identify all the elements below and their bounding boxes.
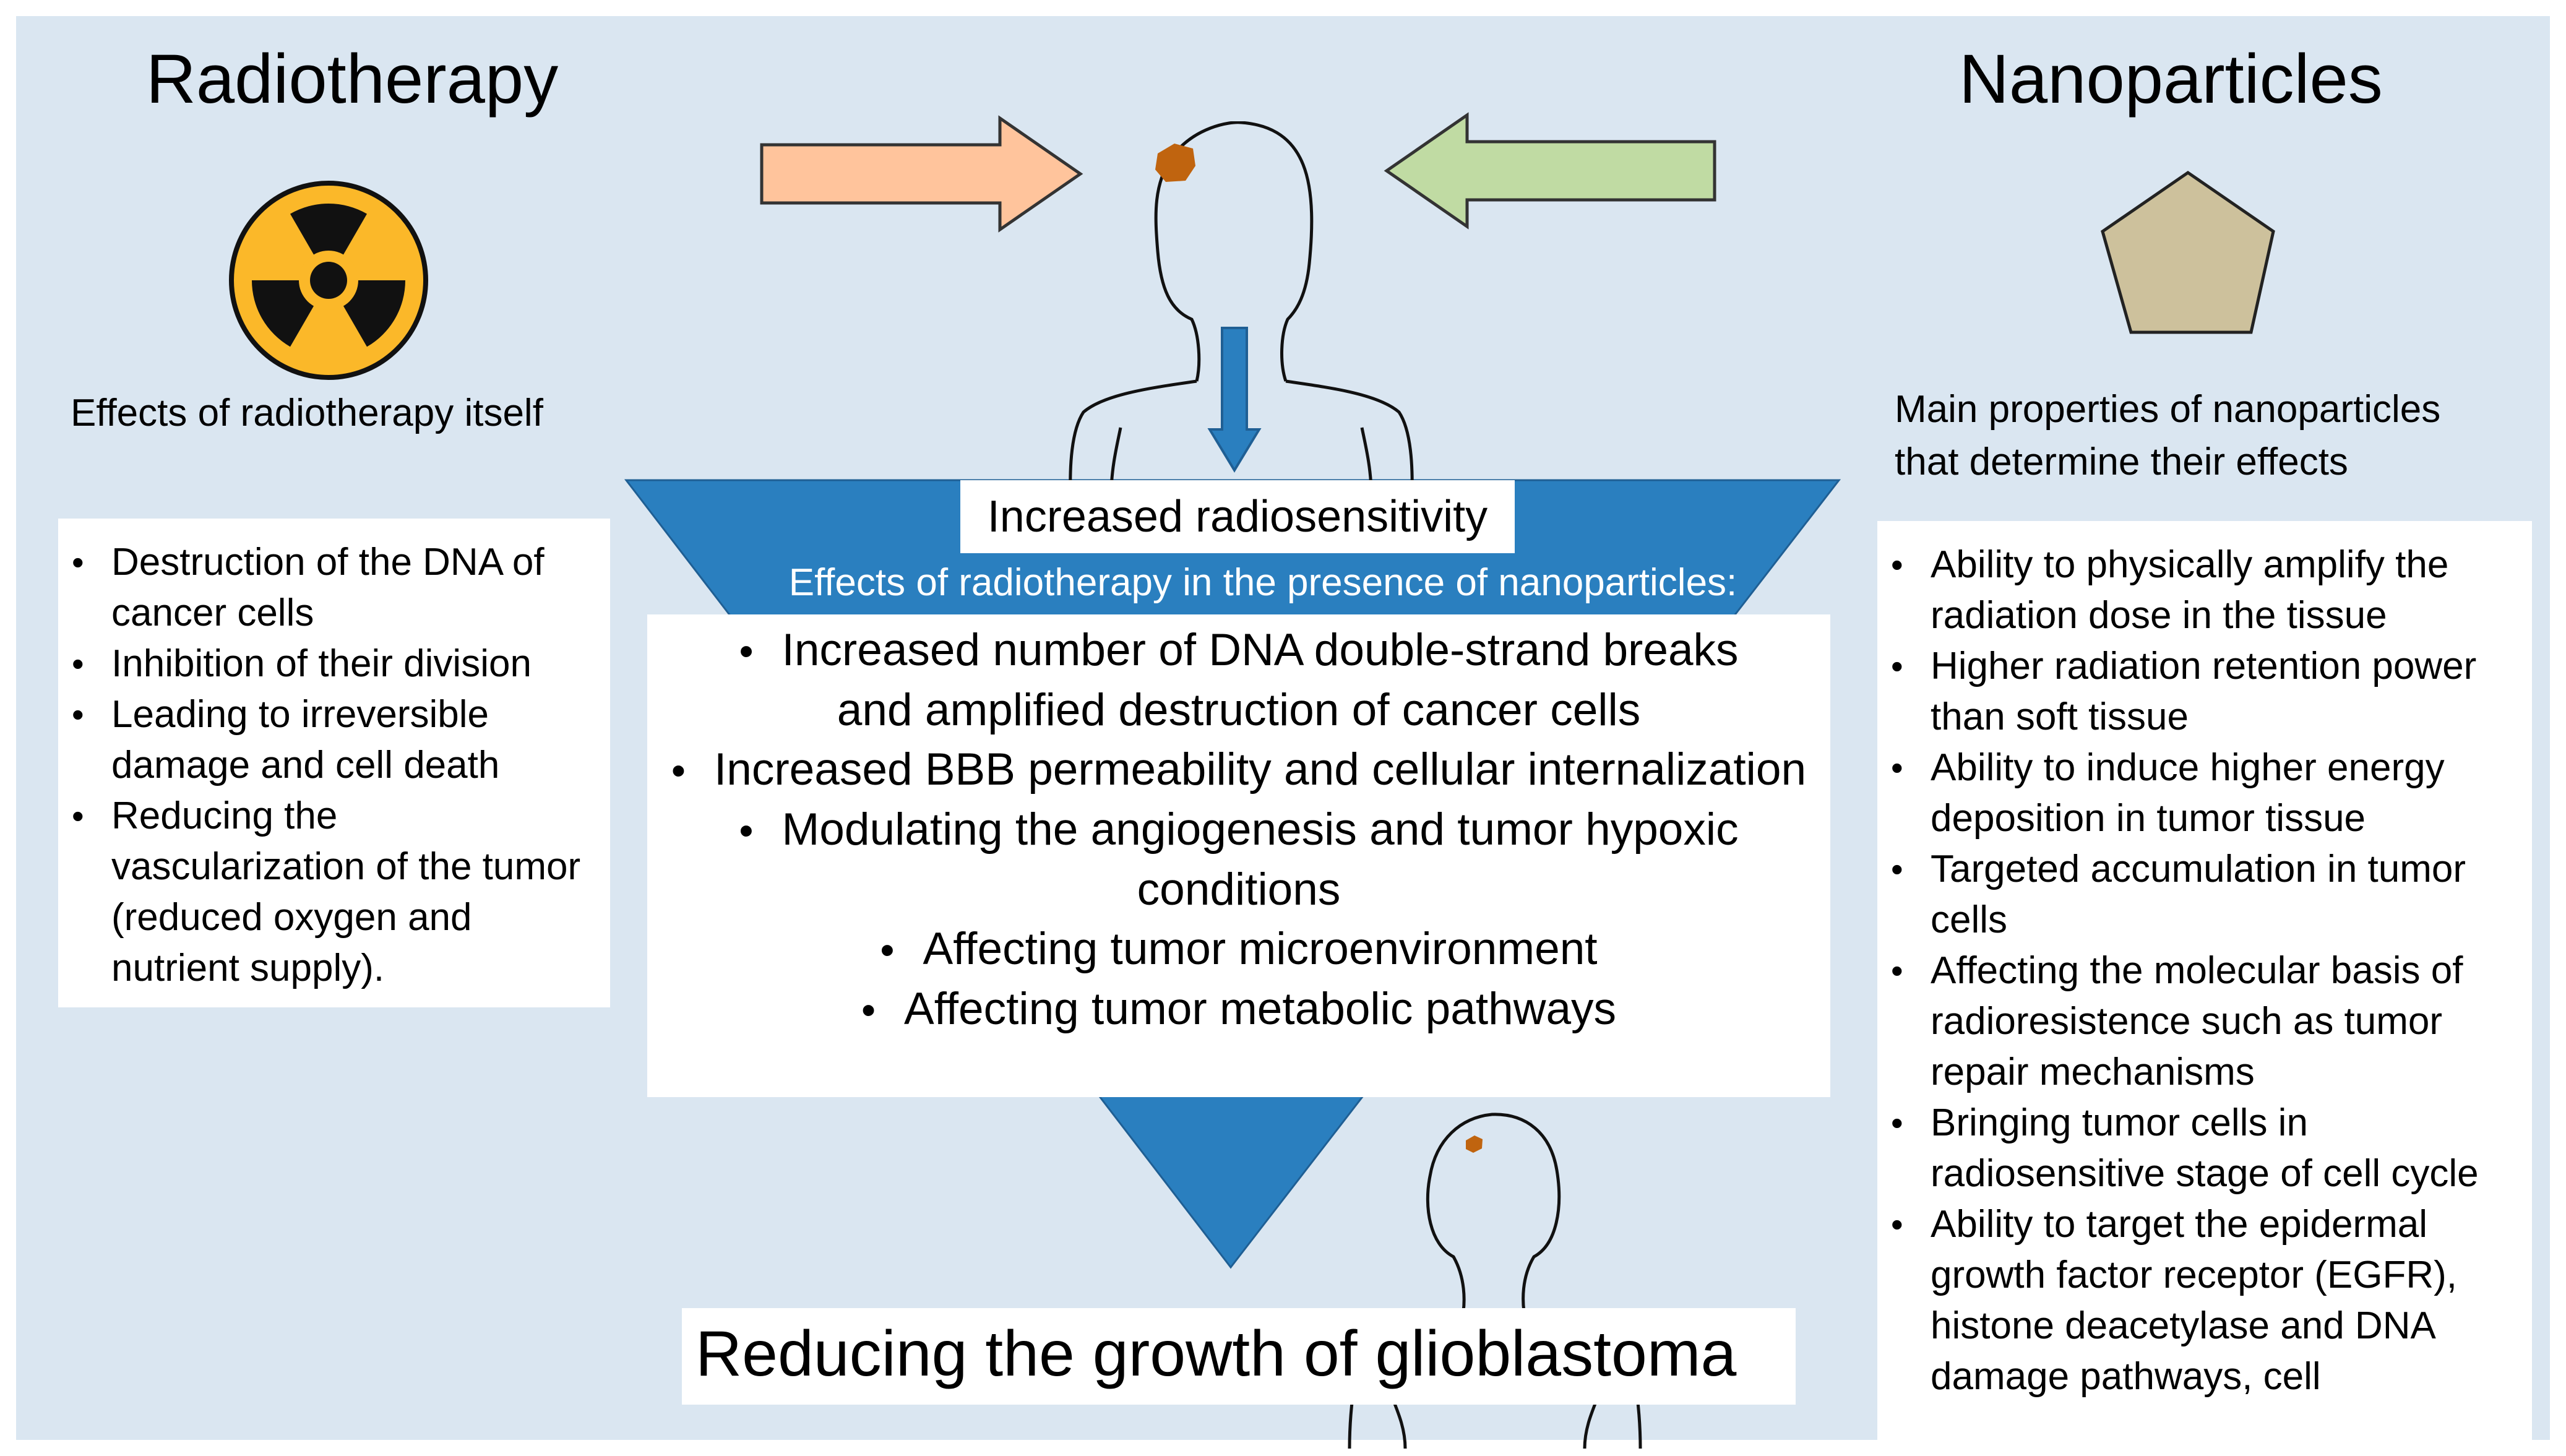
result-box: Reducing the growth of glioblastoma (682, 1308, 1796, 1405)
list-item: Increased number of DNA double-strand br… (662, 621, 1815, 740)
radiotherapy-effects-list: Destruction of the DNA of cancer cells I… (58, 537, 610, 994)
increased-radiosensitivity-label: Increased radiosensitivity (987, 492, 1488, 541)
increased-radiosensitivity-box: Increased radiosensitivity (960, 480, 1515, 553)
nanoparticles-properties-list: Ability to physically amplify the radiat… (1877, 540, 2532, 1402)
tumor-marker-top (1155, 144, 1195, 182)
list-item: Bringing tumor cells in radiosensitive s… (1877, 1098, 2525, 1199)
pentagon-nanoparticle-icon (2101, 170, 2275, 334)
result-label: Reducing the growth of glioblastoma (695, 1318, 1737, 1390)
radiation-hazard-icon (229, 181, 428, 380)
tumor-marker-bottom (1466, 1135, 1483, 1153)
nanoparticles-properties-box: Ability to physically amplify the radiat… (1877, 521, 2532, 1449)
list-item: Targeted accumulation in tumor cells (1877, 844, 2525, 946)
list-item: Higher radiation retention power than so… (1877, 641, 2525, 743)
radiotherapy-effects-box: Destruction of the DNA of cancer cells I… (58, 519, 610, 1007)
combined-effects-box: Increased number of DNA double-strand br… (647, 614, 1830, 1097)
list-item: Reducing the vascularization of the tumo… (58, 791, 599, 994)
list-item: Ability to induce higher energy depositi… (1877, 743, 2525, 844)
list-item: Ability to target the epidermal growth f… (1877, 1199, 2525, 1402)
list-item: Affecting tumor metabolic pathways (662, 980, 1815, 1040)
list-item: Ability to physically amplify the radiat… (1877, 540, 2525, 641)
left-pointing-arrow-icon (1384, 112, 1716, 230)
nanoparticles-title: Nanoparticles (1959, 40, 2383, 118)
list-item: Affecting the molecular basis of radiore… (1877, 946, 2525, 1098)
list-item: Increased BBB permeability and cellular … (662, 740, 1815, 800)
radiotherapy-caption: Effects of radiotherapy itself (71, 392, 543, 434)
human-figure-top-icon (1069, 121, 1414, 493)
effects-with-nanoparticles-subtitle: Effects of radiotherapy in the presence … (788, 561, 1737, 604)
diagram-canvas: Radiotherapy Effects of radiotherapy its… (16, 16, 2550, 1449)
down-arrow-icon (1207, 327, 1262, 473)
list-item: Affecting tumor microenvironment (662, 920, 1815, 980)
radiotherapy-title: Radiotherapy (146, 40, 559, 118)
combined-effects-list: Increased number of DNA double-strand br… (647, 621, 1830, 1040)
list-item: Modulating the angiogenesis and tumor hy… (662, 800, 1815, 920)
nanoparticles-caption: Main properties of nanoparticles that de… (1895, 388, 2441, 483)
right-pointing-arrow-icon (760, 115, 1083, 233)
list-item: Leading to irreversible damage and cell … (58, 689, 599, 791)
list-item: Inhibition of their division (58, 639, 599, 689)
list-item: Destruction of the DNA of cancer cells (58, 537, 599, 639)
